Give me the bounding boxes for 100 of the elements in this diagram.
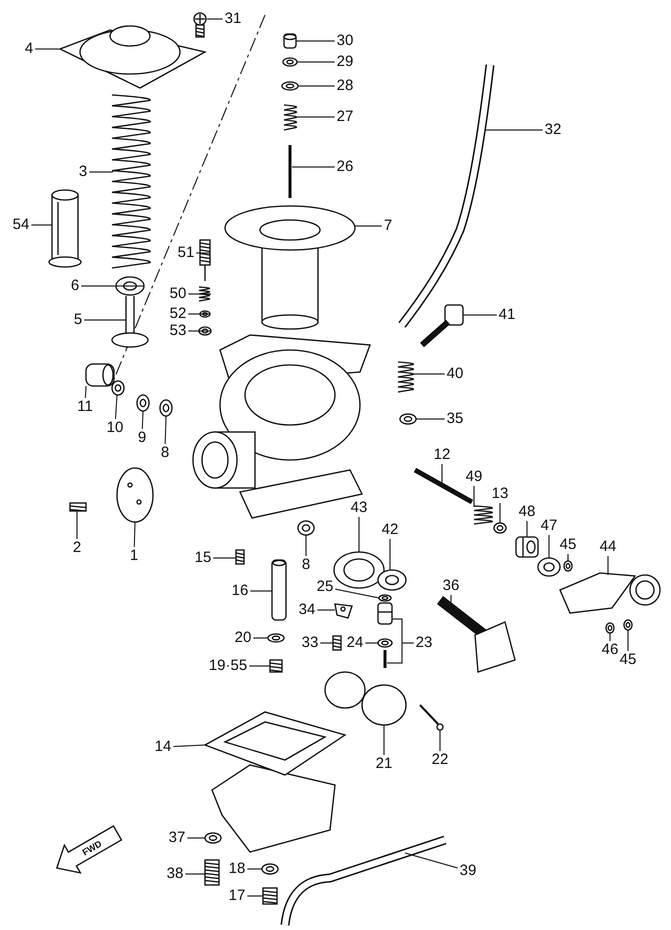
callout-number: 35 xyxy=(446,411,464,427)
leader-line xyxy=(292,166,336,168)
leader-line xyxy=(250,590,272,592)
callout-number: 30 xyxy=(336,33,354,49)
callout-number: 45 xyxy=(618,652,638,668)
callout-number: 26 xyxy=(336,159,354,175)
clip-drawing xyxy=(282,57,298,67)
callout-number: 11 xyxy=(76,399,94,415)
diaphragm-drawing xyxy=(224,205,356,330)
leader-line xyxy=(206,18,224,20)
callout-number: 16 xyxy=(230,583,250,599)
washer-drawing xyxy=(159,399,173,417)
leader-line xyxy=(334,588,380,598)
washer-drawing xyxy=(267,633,285,643)
screw-drawing xyxy=(204,859,220,886)
tube-drawing xyxy=(48,189,82,268)
rod-drawing xyxy=(111,296,149,348)
valve-seat-drawing xyxy=(377,602,393,625)
leader-line xyxy=(320,642,334,644)
cover-drawing xyxy=(58,25,207,89)
callout-number: 8 xyxy=(300,557,312,573)
screw-drawing xyxy=(420,304,464,348)
cap-drawing xyxy=(283,33,297,49)
callout-number: 42 xyxy=(380,522,400,538)
leader-line xyxy=(142,410,144,430)
spring-drawing xyxy=(198,286,210,302)
callout-number: 15 xyxy=(194,550,212,566)
leader-line xyxy=(404,852,458,868)
leader-line xyxy=(188,330,212,332)
callout-number: 28 xyxy=(336,78,354,94)
callout-number: 51 xyxy=(176,245,196,261)
callout-number: 7 xyxy=(382,218,394,234)
leader-line xyxy=(416,418,446,420)
clip-drawing xyxy=(111,380,125,396)
washer-drawing xyxy=(204,832,222,844)
callout-number: 17 xyxy=(228,888,246,904)
needle-drawing xyxy=(288,145,292,198)
callout-number: 52 xyxy=(168,306,188,322)
washer-drawing xyxy=(199,310,211,318)
callout-number: 53 xyxy=(168,323,188,339)
gasket-drawing xyxy=(203,711,347,776)
washer-drawing xyxy=(297,520,315,536)
callout-number: 44 xyxy=(598,539,618,555)
callout-number: 29 xyxy=(336,54,354,70)
hose-drawing xyxy=(398,64,494,328)
callout-number: 41 xyxy=(498,307,516,323)
leader-line xyxy=(34,48,60,50)
callout-number: 47 xyxy=(540,518,558,534)
direction-label: FWD xyxy=(80,838,104,858)
callout-number: 54 xyxy=(12,217,30,233)
leader-line xyxy=(134,522,136,548)
leader-line xyxy=(526,520,528,538)
clip-drawing xyxy=(563,560,573,572)
pin-drawing xyxy=(419,704,444,731)
boot-drawing xyxy=(333,551,385,589)
callout-number: 9 xyxy=(136,430,148,446)
callout-number: 45 xyxy=(558,537,578,553)
leader-line xyxy=(364,642,378,644)
leader-line xyxy=(172,744,206,747)
leader-line xyxy=(296,116,336,118)
callout-number: 49 xyxy=(464,469,484,485)
callout-number: 32 xyxy=(544,122,562,138)
callout-number: 14 xyxy=(154,739,172,755)
callout-number: 48 xyxy=(518,504,536,520)
screw-drawing xyxy=(193,12,207,38)
screw-drawing xyxy=(269,659,283,673)
cap-drawing xyxy=(378,594,392,602)
clip-drawing xyxy=(334,603,353,619)
screw-drawing xyxy=(332,635,342,651)
callout-number: 18 xyxy=(228,861,246,877)
tube-drawing xyxy=(271,559,287,621)
leader-line xyxy=(84,386,86,398)
plate-drawing xyxy=(116,467,154,523)
washer-drawing xyxy=(605,622,615,634)
callout-number: 8 xyxy=(160,445,170,461)
leader-line xyxy=(196,252,210,254)
callout-number: 34 xyxy=(298,602,316,618)
callout-number: 12 xyxy=(432,447,452,463)
spring-drawing xyxy=(473,505,493,525)
callout-number: 22 xyxy=(430,752,450,768)
leader-line xyxy=(30,224,52,226)
washer-drawing xyxy=(136,394,150,412)
shaft-drawing xyxy=(436,596,516,673)
callout-number: 38 xyxy=(166,866,184,882)
callout-number: 36 xyxy=(442,578,460,594)
clip-drawing xyxy=(623,619,633,631)
ring-drawing xyxy=(198,326,212,336)
ring-drawing xyxy=(377,638,393,648)
ring-drawing xyxy=(115,276,145,296)
screw-drawing xyxy=(262,887,278,905)
callout-number: 37 xyxy=(168,830,186,846)
callout-number: 50 xyxy=(168,286,188,302)
callout-number: 6 xyxy=(70,278,80,294)
callout-number: 31 xyxy=(224,11,242,27)
plug-drawing xyxy=(399,413,417,425)
callout-number: 33 xyxy=(300,635,320,651)
callout-number: 27 xyxy=(336,109,354,125)
callout-number: 2 xyxy=(72,540,82,556)
bracket-drawing xyxy=(559,572,661,614)
screw-drawing xyxy=(69,502,87,512)
